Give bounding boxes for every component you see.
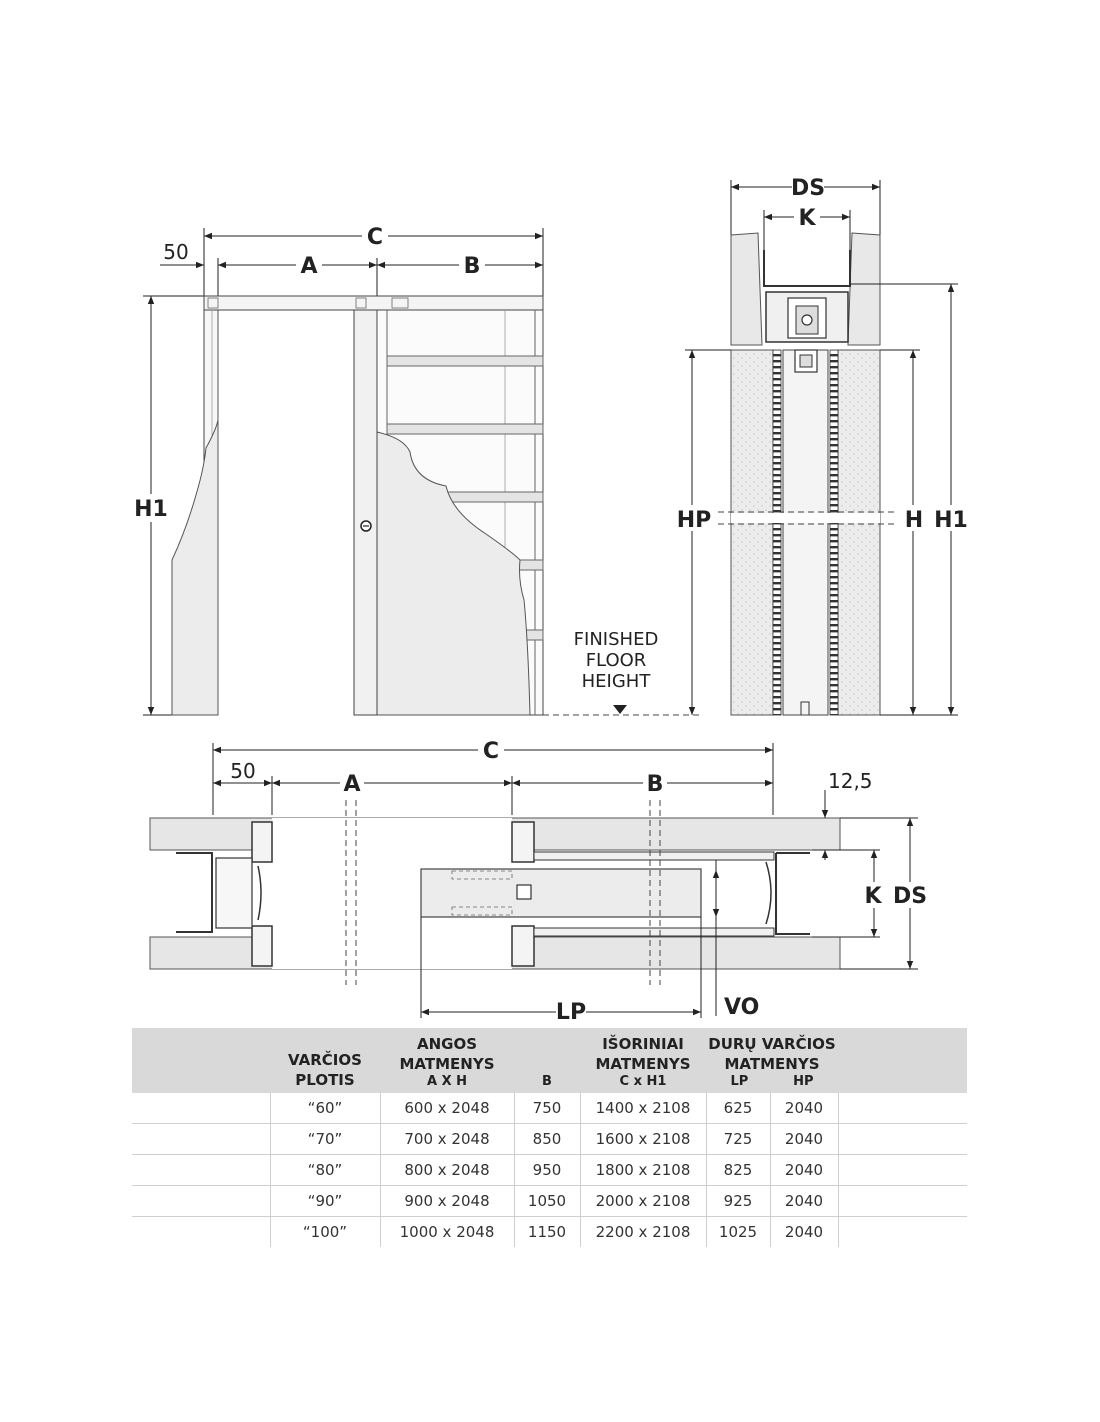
table-row: “100” 1000 x 2048 1150 2200 x 2108 1025 … xyxy=(132,1216,967,1247)
cell-lp: 625 xyxy=(705,1093,770,1124)
floor-note-line-1: FINISHED xyxy=(574,629,659,650)
plan-dim-vo: VO xyxy=(724,995,759,1020)
header-empty xyxy=(132,1028,270,1093)
dim-label-50: 50 xyxy=(163,240,188,264)
section-dim-hp: HP xyxy=(677,508,712,533)
cell-plotis: “80” xyxy=(269,1154,380,1186)
header-isoriniai: IŠORINIAI MATMENYS C x H1 xyxy=(580,1028,706,1093)
cell-ch1: 1800 x 2108 xyxy=(579,1154,706,1186)
cell-plotis: “60” xyxy=(269,1093,380,1124)
cell-plotis: “70” xyxy=(269,1123,380,1155)
table-row: “60” 600 x 2048 750 1400 x 2108 625 2040 xyxy=(132,1093,967,1124)
header-isoriniai-sub: C x H1 xyxy=(619,1074,667,1089)
cell-b: 850 xyxy=(513,1123,580,1155)
header-plotis-line-2: PLOTIS xyxy=(295,1071,355,1089)
cell-b: 1050 xyxy=(513,1185,580,1217)
floor-note-line-3: HEIGHT xyxy=(582,671,652,692)
technical-drawing: C 50 A B H1 xyxy=(134,174,968,1025)
header-angos-line-1: ANGOS xyxy=(416,1035,478,1053)
side-section: DS K HP xyxy=(677,174,968,716)
table-row: “80” 800 x 2048 950 1800 x 2108 825 2040 xyxy=(132,1154,967,1186)
header-plotis-line-1: VARČIOS xyxy=(288,1051,362,1069)
header-b: B xyxy=(514,1028,580,1093)
cell-ah: 900 x 2048 xyxy=(379,1185,514,1217)
table-row: “70” 700 x 2048 850 1600 x 2108 725 2040 xyxy=(132,1123,967,1155)
plan-dim-a: A xyxy=(343,772,360,797)
cell-lp: 825 xyxy=(705,1154,770,1186)
plan-dim-b: B xyxy=(647,772,664,797)
cell-ah: 800 x 2048 xyxy=(379,1154,514,1186)
section-dim-h: H xyxy=(905,508,923,533)
header-isoriniai-line-1: IŠORINIAI xyxy=(602,1035,684,1053)
dim-label-c: C xyxy=(367,225,383,250)
header-duru-line-2: MATMENYS xyxy=(724,1055,820,1073)
cell-b: 950 xyxy=(513,1154,580,1186)
header-lp: LP xyxy=(730,1074,749,1089)
section-dim-ds: DS xyxy=(791,176,825,201)
table-row: “90” 900 x 2048 1050 2000 x 2108 925 204… xyxy=(132,1185,967,1217)
cell-hp: 2040 xyxy=(769,1216,838,1247)
cell-ch1: 1600 x 2108 xyxy=(579,1123,706,1155)
header-empty-end xyxy=(838,1028,967,1093)
cell-plotis: “100” xyxy=(269,1216,380,1247)
cell-hp: 2040 xyxy=(769,1093,838,1124)
cell-hp: 2040 xyxy=(769,1154,838,1186)
floor-note-line-2: FLOOR xyxy=(586,650,647,671)
header-angos: ANGOS MATMENYS A X H xyxy=(380,1028,514,1093)
cell-ah: 600 x 2048 xyxy=(379,1093,514,1124)
plan-dim-c: C xyxy=(483,739,499,764)
section-dim-h1: H1 xyxy=(934,508,968,533)
header-angos-line-2: MATMENYS xyxy=(399,1055,495,1073)
dim-label-a: A xyxy=(300,254,317,279)
cell-plotis: “90” xyxy=(269,1185,380,1217)
cell-ch1: 1400 x 2108 xyxy=(579,1093,706,1124)
header-angos-sub: A X H xyxy=(426,1074,467,1089)
plan-view: C 50 A B xyxy=(149,737,927,1025)
cell-lp: 1025 xyxy=(705,1216,770,1247)
header-duru: DURŲ VARČIOS MATMENYS LP HP xyxy=(706,1028,838,1093)
header-plotis: VARČIOS PLOTIS xyxy=(270,1028,380,1093)
cell-lp: 725 xyxy=(705,1123,770,1155)
dim-label-h1: H1 xyxy=(134,497,168,522)
dim-label-b: B xyxy=(464,254,481,279)
cell-ah: 700 x 2048 xyxy=(379,1123,514,1155)
plan-dim-50: 50 xyxy=(230,759,255,783)
header-b-sub: B xyxy=(542,1074,552,1089)
table-header-row: VARČIOS PLOTIS ANGOS MATMENYS A X H B IŠ… xyxy=(132,1028,967,1093)
cell-ch1: 2000 x 2108 xyxy=(579,1185,706,1217)
plan-dim-ds: DS xyxy=(893,884,927,909)
header-hp: HP xyxy=(793,1074,814,1089)
cell-ch1: 2200 x 2108 xyxy=(579,1216,706,1247)
cell-b: 1150 xyxy=(513,1216,580,1247)
plan-dim-lp: LP xyxy=(556,1000,586,1025)
plan-dim-k: K xyxy=(864,884,882,909)
plan-dim-12-5: 12,5 xyxy=(828,769,873,793)
section-dim-k: K xyxy=(798,206,816,231)
cell-b: 750 xyxy=(513,1093,580,1124)
header-duru-line-1: DURŲ VARČIOS xyxy=(708,1035,836,1053)
cell-hp: 2040 xyxy=(769,1185,838,1217)
cell-hp: 2040 xyxy=(769,1123,838,1155)
dimensions-table: VARČIOS PLOTIS ANGOS MATMENYS A X H B IŠ… xyxy=(132,1028,967,1247)
header-isoriniai-line-2: MATMENYS xyxy=(595,1055,691,1073)
cell-lp: 925 xyxy=(705,1185,770,1217)
finished-floor-note: FINISHED FLOOR HEIGHT xyxy=(574,629,659,714)
header-duru-sub: LP HP xyxy=(708,1074,836,1090)
floor-marker-icon xyxy=(613,705,627,714)
cell-ah: 1000 x 2048 xyxy=(379,1216,514,1247)
front-elevation: C 50 A B H1 xyxy=(134,222,700,716)
